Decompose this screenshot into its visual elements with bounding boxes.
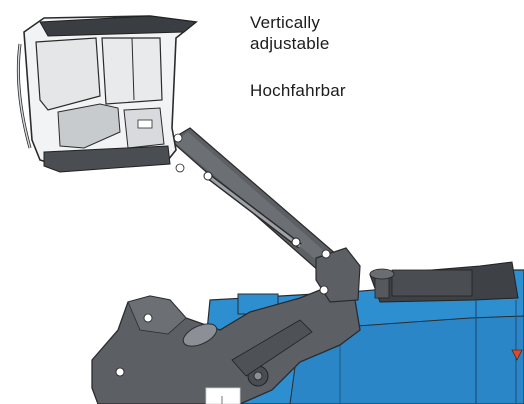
caption-english: Vertically adjustable (250, 12, 390, 54)
caption-english-line1: Vertically (250, 13, 321, 32)
operator-cab (16, 15, 198, 173)
caption-german: Hochfahrbar (250, 81, 346, 100)
caption-english-line2: adjustable (250, 34, 330, 53)
lifting-boom (168, 127, 361, 303)
